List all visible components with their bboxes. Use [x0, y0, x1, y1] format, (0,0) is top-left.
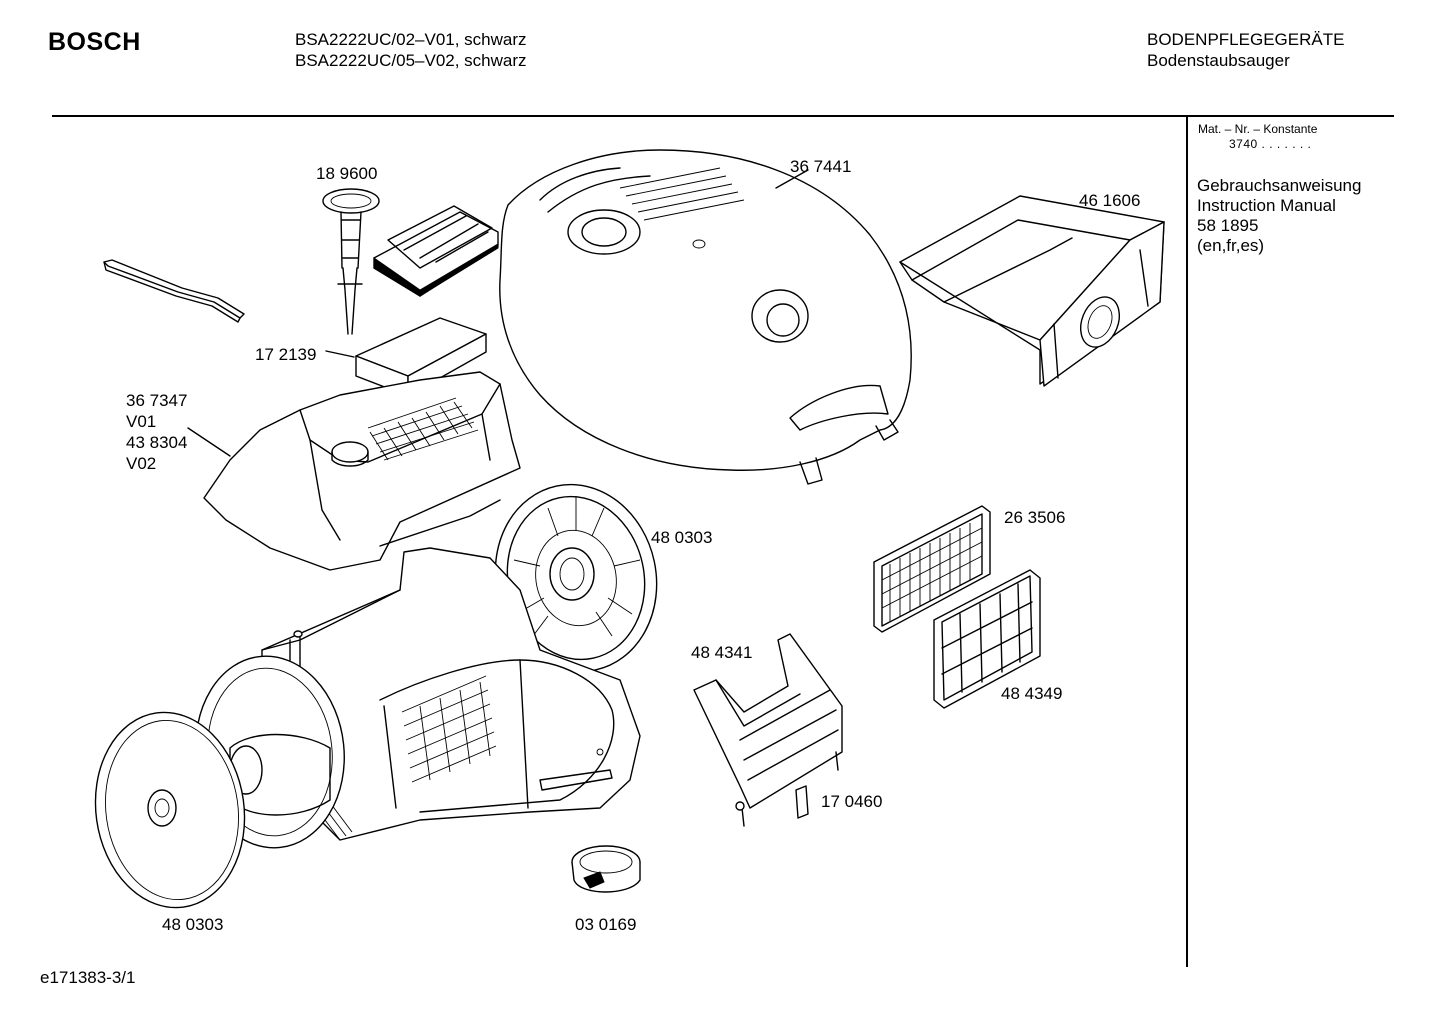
manual-line-2: Instruction Manual [1197, 196, 1336, 215]
mat-number-value: 3740 . . . . . . . [1229, 137, 1312, 151]
part-label-461606: 46 1606 [1079, 191, 1141, 210]
header-divider [52, 115, 1394, 117]
model-line-2: BSA2222UC/05–V02, schwarz [295, 51, 527, 70]
small-clip-part [795, 785, 809, 819]
mat-number-header: Mat. – Nr. – Konstante [1198, 122, 1318, 136]
part-label-170460: 17 0460 [821, 792, 883, 811]
bracket-part [693, 633, 843, 827]
part-label-367347: 36 7347 [126, 391, 188, 410]
manual-number: 58 1895 [1197, 216, 1259, 235]
filter-frame-part [933, 569, 1041, 709]
filter-grille-part [873, 505, 991, 633]
part-label-030169: 03 0169 [575, 915, 637, 934]
reel-cap-part [571, 845, 641, 893]
part-label-480303-bottom: 48 0303 [162, 915, 224, 934]
manual-line-1: Gebrauchsanweisung [1197, 176, 1362, 195]
brand-logo: BOSCH [48, 28, 141, 56]
filter-cassette-part [373, 205, 499, 297]
dust-bag-part [899, 195, 1165, 387]
manual-languages: (en,fr,es) [1197, 236, 1265, 255]
part-label-189600: 18 9600 [316, 164, 378, 183]
part-label-263506: 26 3506 [1004, 508, 1066, 527]
middle-housing-part [187, 371, 521, 571]
part-label-367441: 36 7441 [790, 157, 852, 176]
part-label-438304: 43 8304 [126, 433, 188, 452]
sidebar-divider [1186, 116, 1188, 967]
drawing-id: e171383-3/1 [40, 968, 136, 987]
part-label-v02: V02 [126, 454, 157, 473]
top-cover-part [499, 149, 912, 485]
wheel-top-part [494, 483, 658, 673]
part-label-v01: V01 [126, 412, 157, 431]
category-line-1: BODENPFLEGEGERÄTE [1147, 30, 1345, 49]
part-label-484341: 48 4341 [691, 643, 753, 662]
base-housing-part [261, 547, 641, 841]
clip-pin-part [322, 188, 380, 335]
part-label-480303-top: 48 0303 [651, 528, 713, 547]
wheel-front-part [94, 711, 246, 909]
part-label-172139: 17 2139 [255, 345, 317, 364]
part-label-484349: 48 4349 [1001, 684, 1063, 703]
strip-seal-part [103, 259, 245, 323]
category-line-2: Bodenstaubsauger [1147, 51, 1290, 70]
model-line-1: BSA2222UC/02–V01, schwarz [295, 30, 527, 49]
